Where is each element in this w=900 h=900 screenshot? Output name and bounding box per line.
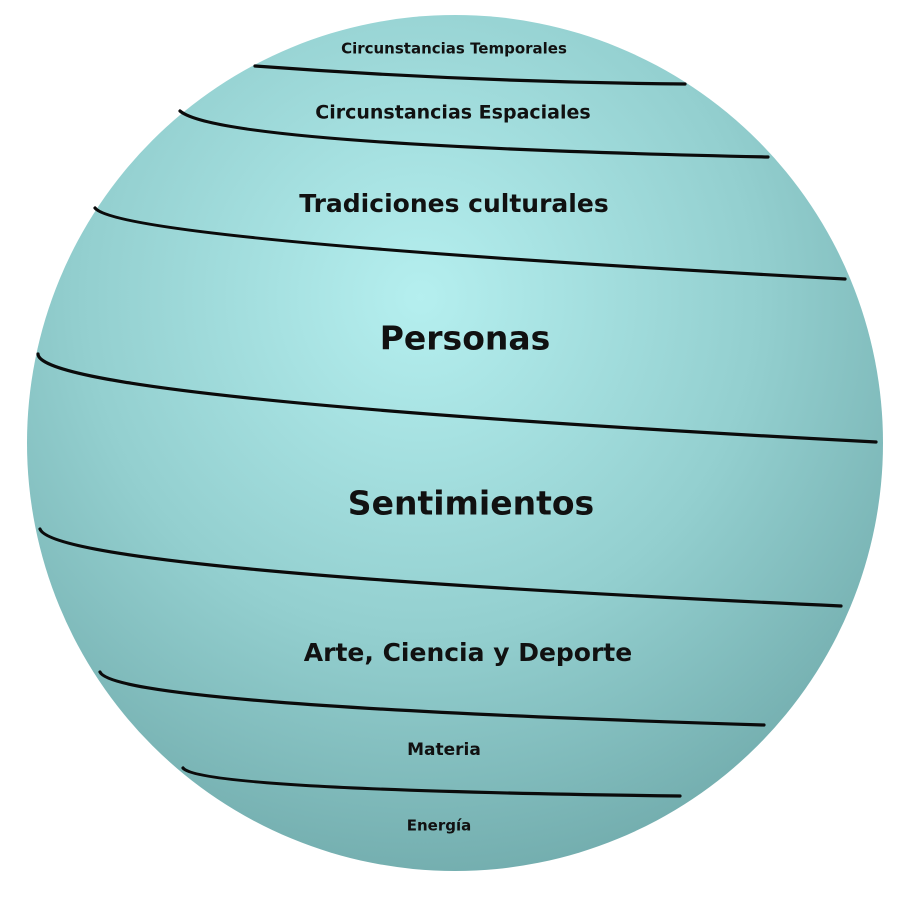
band-divider-2 (178, 109, 770, 159)
band-divider-4 (36, 352, 878, 444)
layer-label-tradiciones-culturales: Tradiciones culturales (299, 189, 608, 218)
layer-label-energia: Energía (407, 817, 472, 835)
layer-label-circunstancias-espaciales: Circunstancias Espaciales (315, 102, 590, 124)
band-divider-3 (93, 206, 847, 281)
band-divider-1 (253, 64, 687, 86)
layer-label-materia: Materia (407, 740, 481, 760)
layer-label-sentimientos: Sentimientos (348, 484, 594, 523)
layer-label-circunstancias-temporales: Circunstancias Temporales (341, 40, 567, 58)
band-divider-5 (38, 527, 843, 608)
sphere-body (27, 15, 883, 871)
band-divider-6 (98, 670, 766, 727)
layer-label-personas: Personas (380, 319, 551, 358)
band-divider-7 (181, 766, 682, 798)
layer-label-arte-ciencia-deporte: Arte, Ciencia y Deporte (304, 638, 632, 667)
